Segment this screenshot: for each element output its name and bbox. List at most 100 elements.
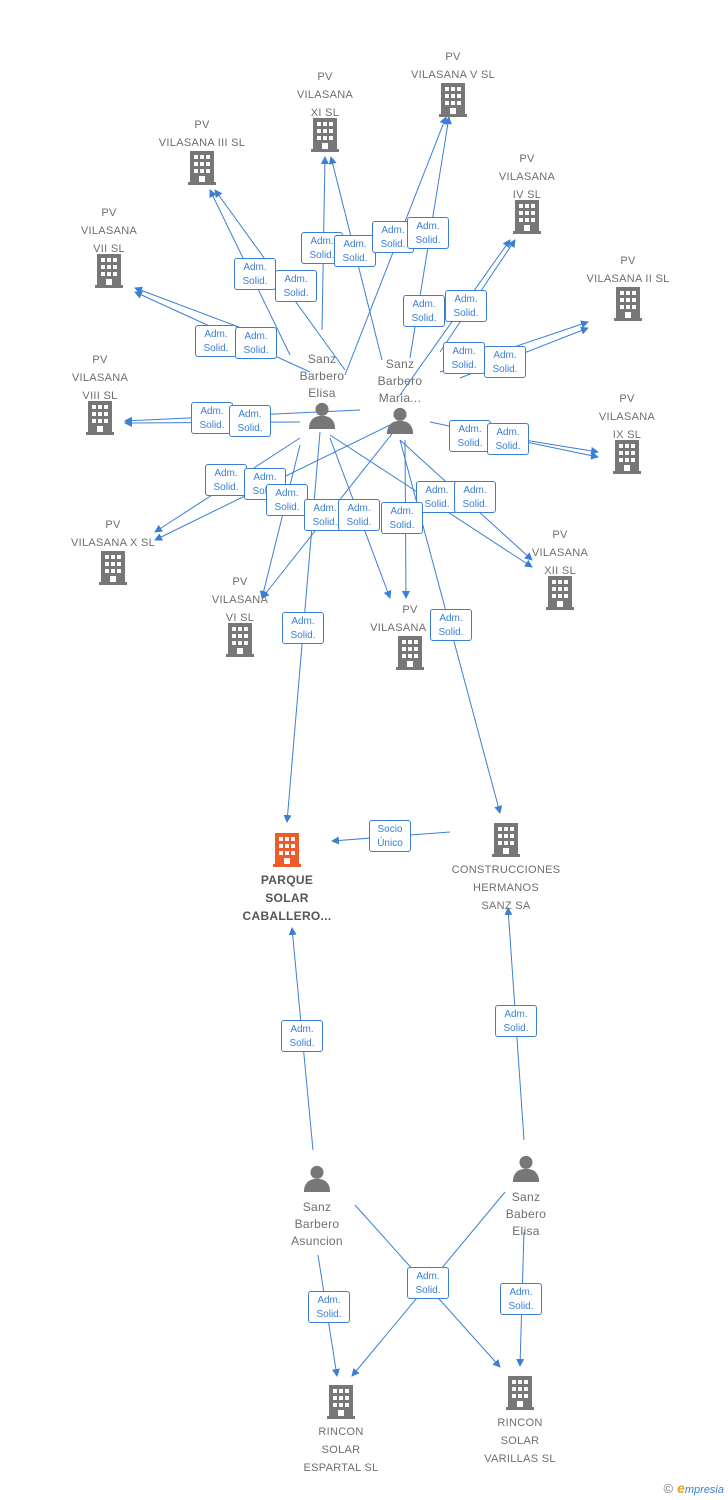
company-building-icon[interactable] [327, 1385, 355, 1419]
relation-badge-text: Adm. [317, 1295, 341, 1306]
relation-badge-adm[interactable]: Adm.Solid. [205, 464, 247, 496]
relation-badge-adm[interactable]: Adm.Solid. [334, 235, 376, 267]
relation-badge-adm[interactable]: Adm.Solid. [500, 1283, 542, 1315]
relation-badge-adm[interactable]: Adm.Solid. [495, 1005, 537, 1037]
person-icon[interactable] [308, 402, 336, 429]
relation-badge-text: Adm. [463, 485, 487, 496]
relation-badge-adm[interactable]: Adm.Solid. [487, 423, 529, 455]
relation-badge-text: Solid. [242, 276, 268, 287]
relation-badge-text: Adm. [310, 236, 334, 247]
relation-badge-text: Adm. [452, 346, 476, 357]
node-pv-x[interactable]: PV VILASANA X SL [71, 518, 155, 554]
main-company-building-icon[interactable] [273, 833, 301, 867]
relation-badge-text: Solid. [380, 239, 406, 250]
company-building-icon[interactable] [188, 151, 216, 185]
relation-badge-adm[interactable]: Adm. Solid. [308, 1291, 350, 1323]
company-building-icon[interactable] [439, 83, 467, 117]
relation-badge-adm[interactable]: Adm.Solid. [234, 258, 276, 290]
node-label-line: VI SL [225, 612, 255, 624]
relation-badge-adm[interactable]: Adm.Solid. [282, 612, 324, 644]
relation-badge-adm[interactable]: Adm.Solid. [281, 1020, 323, 1052]
node-label-line: Sanz [302, 1200, 332, 1214]
relation-badge-text: Adm. [504, 1009, 528, 1020]
relation-badge-adm[interactable]: Adm.Solid. [407, 1267, 449, 1299]
node-label-line: VIII SL [82, 390, 118, 402]
node-label-line: PV [519, 153, 535, 165]
node-label-line: Barbero [294, 1217, 340, 1231]
relation-badge-adm[interactable]: Adm.Solid. [195, 325, 237, 357]
brand-name: mpresia [684, 1484, 724, 1496]
node-label-line: PV [402, 604, 418, 616]
node-label-line: VILASANA X SL [71, 537, 155, 549]
relation-badge-text: Adm. [244, 331, 268, 342]
relation-badge-text: Socio [377, 824, 403, 835]
relation-badge-text: Solid. [492, 364, 518, 375]
company-building-icon[interactable] [492, 823, 520, 857]
node-label-line: VARILLAS SL [484, 1453, 556, 1465]
relation-badge-adm[interactable]: Adm.Solid. [235, 327, 277, 359]
relation-badge-text: Adm. [347, 503, 371, 514]
node-label-line: PV [194, 119, 210, 131]
relation-badge-text: Adm. [381, 225, 405, 236]
relation-badge-text: Solid. [283, 288, 309, 299]
relation-badge-adm[interactable]: Adm.Solid. [416, 481, 458, 513]
relation-badge-text: Solid. [462, 499, 488, 510]
relation-edge [259, 444, 301, 599]
relation-badge-adm[interactable]: Adm.Solid. [191, 402, 233, 434]
node-label-line: Elisa [512, 1224, 540, 1238]
relation-badge-adm[interactable]: Adm.Solid. [381, 502, 423, 534]
node-label-line: Babero [505, 1207, 547, 1221]
node-label-line: PV [619, 393, 635, 405]
relation-badge-text: Solid. [316, 1309, 342, 1320]
person-icon[interactable] [386, 407, 414, 434]
person-icon[interactable] [303, 1165, 331, 1192]
relation-badge-adm[interactable]: Adm.Solid. [484, 346, 526, 378]
relation-badge-adm[interactable]: Adm.Solid. [266, 484, 308, 516]
relation-badge-adm[interactable]: Adm.Solid. [449, 420, 491, 452]
relation-badge-text: Adm. [454, 294, 478, 305]
copyright-symbol: © [663, 1481, 674, 1496]
person-icon[interactable] [512, 1155, 540, 1182]
relation-badge-adm[interactable]: Adm.Solid. [443, 342, 485, 374]
relation-badge-text: Adm. [253, 472, 277, 483]
relation-badge-adm[interactable]: Adm.Solid. [229, 405, 271, 437]
node-label-line: PV [552, 529, 568, 541]
company-building-icon[interactable] [614, 287, 642, 321]
node-label-line: PV [105, 519, 121, 531]
node-label-line: PARQUE [260, 873, 314, 887]
node-label-line: HERMANOS [473, 882, 539, 894]
relation-badge-text: Adm. [412, 299, 436, 310]
relation-badge-adm[interactable]: Adm.Solid. [445, 290, 487, 322]
node-label-line: XII SL [544, 565, 576, 577]
company-building-icon[interactable] [396, 636, 424, 670]
relation-badge-adm[interactable]: Adm. Solid. [454, 481, 496, 513]
company-building-icon[interactable] [99, 551, 127, 585]
relation-badge-adm[interactable]: Adm.Solid. [430, 609, 472, 641]
relation-badge-adm[interactable]: Adm.Solid. [338, 499, 380, 531]
relation-badge-adm[interactable]: Adm.Solid. [403, 295, 445, 327]
company-building-icon[interactable] [506, 1376, 534, 1410]
node-label-line: XI SL [310, 107, 340, 119]
relation-badge-adm[interactable]: Adm.Solid. [407, 217, 449, 249]
relation-badge-adm[interactable]: Adm.Solid. [275, 270, 317, 302]
